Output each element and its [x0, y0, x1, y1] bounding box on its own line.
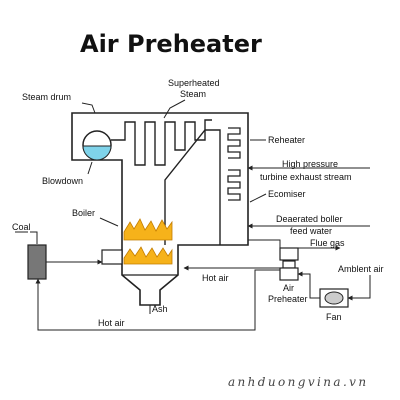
air-preheater-unit — [279, 247, 299, 281]
burner-flames — [123, 218, 173, 265]
label-boiler: Boiler — [72, 208, 95, 218]
label-deaerated-2: feed water — [290, 226, 332, 236]
steam-drum-pointer — [81, 102, 96, 114]
blowdown-pointer — [87, 161, 93, 175]
label-air: Air — [283, 283, 294, 293]
boiler-pointer — [99, 217, 119, 227]
label-hot-air-bottom: Hot air — [98, 318, 125, 328]
coal-hopper — [27, 244, 47, 280]
label-fan: Fan — [326, 312, 342, 322]
label-turbine-exhaust: turbine exhaust stream — [260, 172, 352, 182]
ecomiser-pointer — [249, 193, 267, 203]
label-flue-gas: Flue gas — [310, 238, 345, 248]
label-superheated-steam-1: Superheated — [168, 78, 220, 88]
hot-air-loop — [35, 269, 288, 331]
reheater-coil — [227, 127, 241, 159]
label-superheated-steam-2: Steam — [180, 89, 206, 99]
label-ash: Ash — [152, 304, 168, 314]
label-preheater: Preheater — [268, 294, 308, 304]
label-coal: Coal — [12, 222, 31, 232]
coal-feed-line — [30, 231, 38, 244]
boiler-outline — [71, 112, 249, 306]
fan — [319, 288, 349, 308]
ambient-air-line — [347, 275, 371, 301]
label-deaerated-1: Deaerated boller — [276, 214, 343, 224]
superheated-steam-pointer — [163, 99, 186, 119]
watermark: anhduongvina.vn — [228, 375, 368, 389]
superheater-coils — [111, 119, 212, 166]
label-high-pressure: High pressure — [282, 159, 338, 169]
label-reheater: Reheater — [268, 135, 305, 145]
flue-gas-line — [248, 239, 341, 251]
label-hot-air-right: Hot air — [202, 273, 229, 283]
label-steam-drum: Steam drum — [22, 92, 71, 102]
label-ecomiser: Ecomiser — [268, 189, 306, 199]
boiler-partition — [164, 129, 221, 245]
steam-drum — [82, 130, 112, 161]
label-ambient-air: Amblent air — [338, 264, 384, 274]
label-blowdown: Blowdown — [42, 176, 83, 186]
burner-box — [101, 249, 123, 265]
fan-to-preheater-line — [297, 271, 320, 299]
diagram-title: Air Preheater — [80, 30, 262, 58]
ecomiser-coil — [227, 169, 241, 201]
